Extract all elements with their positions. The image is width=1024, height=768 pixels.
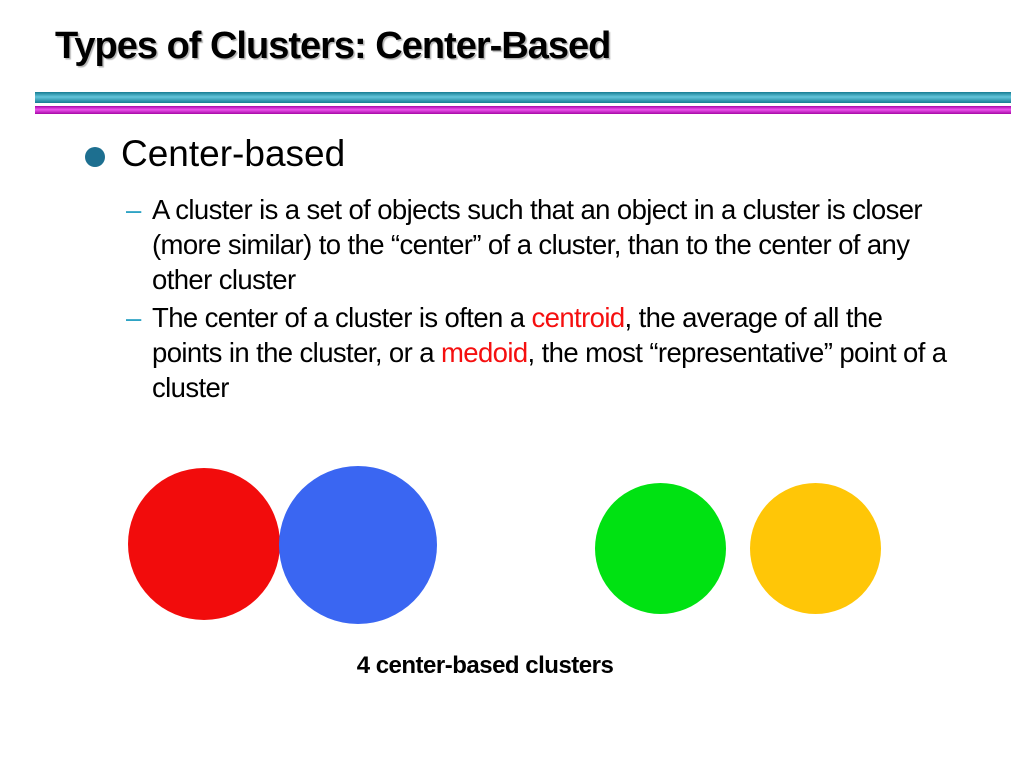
bullet-label: Center-based: [121, 133, 346, 174]
highlight-term: medoid: [440, 337, 528, 368]
sub-bullet: –The center of a cluster is often a cent…: [126, 300, 950, 405]
figure-caption: 4 center-based clusters: [356, 652, 614, 679]
sub-bullet: – A cluster is a set of objects such tha…: [126, 192, 950, 297]
cluster-circle-blue: [279, 466, 437, 624]
sub-bullet-text: A cluster is a set of objects such that …: [152, 192, 950, 297]
cluster-circle-green: [595, 483, 726, 614]
sub-bullet-list: – A cluster is a set of objects such tha…: [126, 192, 950, 408]
divider-bar-top: [35, 92, 1011, 103]
text-segment: , the average of all the points in the c…: [152, 302, 883, 368]
cluster-circle-yellow: [750, 483, 881, 614]
text-segment: , the most “representative” point of a c…: [152, 337, 947, 403]
dash-marker-icon: –: [126, 302, 141, 333]
dash-marker-icon: –: [126, 194, 141, 225]
text-segment: The center of a cluster is often a: [152, 302, 532, 333]
divider-bar-bottom: [35, 106, 1011, 114]
sub-bullet-text: The center of a cluster is often a centr…: [152, 300, 950, 405]
text-segment: A cluster is a set of objects such that …: [152, 194, 923, 295]
highlight-term: centroid: [531, 302, 625, 333]
slide-title: Types of Clusters: Center-Based: [55, 25, 611, 67]
cluster-circle-red: [128, 468, 280, 620]
bullet-dot-icon: [85, 147, 105, 167]
